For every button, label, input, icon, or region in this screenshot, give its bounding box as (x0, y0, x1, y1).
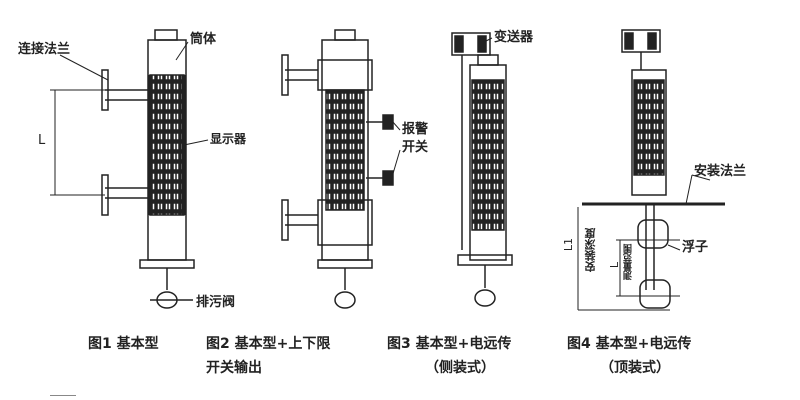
label-alarm-1: 报警 (402, 122, 429, 137)
gauge-1-basic (50, 29, 209, 309)
caption-fig2-line2: 开关输出 (206, 360, 262, 376)
top-cap (154, 29, 178, 41)
alarm-switch-lower (366, 170, 394, 186)
float (637, 219, 669, 249)
label-dim-l-4: L (608, 262, 621, 269)
label-alarm-2: 开关 (402, 140, 429, 155)
caption-fig4: 图4 基本型+电远传 (567, 336, 692, 352)
label-measure-range: 测量范围 (624, 244, 634, 280)
label-display: 显示器 (210, 132, 247, 146)
label-cylinder: 筒体 (190, 32, 217, 47)
gauge-2-switch (281, 29, 401, 309)
caption-fig4-line2: （顶装式） (600, 360, 670, 376)
label-float: 浮子 (682, 240, 709, 255)
display (149, 74, 185, 216)
label-mount-depth: 安装深度 (584, 228, 597, 272)
label-mount-flange: 安装法兰 (694, 164, 747, 179)
gauge-4-top-transmitter (577, 29, 725, 311)
label-dim-l: L (38, 133, 46, 148)
label-dim-l1: L1 (562, 238, 575, 252)
caption-fig3: 图3 基本型+电远传 (387, 336, 512, 352)
transmitter-box (451, 32, 491, 56)
label-connect-flange: 连接法兰 (18, 42, 71, 57)
label-transmitter: 变送器 (494, 30, 534, 45)
label-drain-valve: 排污阀 (196, 295, 236, 310)
caption-fig3-line2: （侧装式） (425, 360, 495, 376)
gauge-3-side-transmitter (451, 32, 513, 307)
caption-fig1: 图1 基本型 (88, 336, 159, 352)
alarm-switch-upper (366, 114, 394, 130)
divider (50, 395, 76, 396)
caption-fig2: 图2 基本型+上下限 (206, 336, 331, 352)
